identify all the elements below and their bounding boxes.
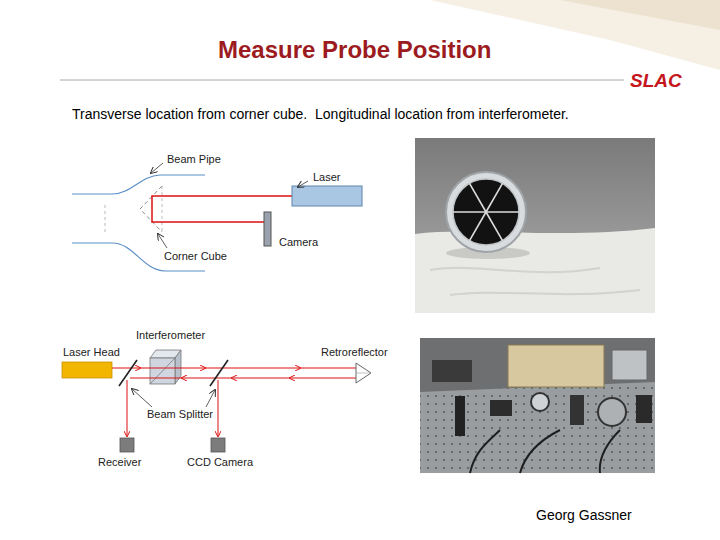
beige-band [560,0,720,30]
component [636,395,652,423]
cube-housing [446,172,526,252]
rotation-stage [598,398,626,426]
part-label: CCD Camera [186,456,254,469]
leader-line [158,234,167,248]
beam-segment [112,368,140,369]
corner-cube-face [162,186,163,232]
component [432,360,472,382]
part-label: Retroreflector [320,346,389,359]
photo-background [415,138,655,313]
part-label: Corner Cube [163,250,228,263]
leader-line [132,389,152,407]
corner-cube-outline [140,186,162,232]
ccd-camera-symbol [211,438,225,452]
optical-table [420,382,655,473]
dashed-guide [105,205,106,235]
beam-segment [127,380,128,436]
post [570,395,584,425]
interferometer-cube [150,358,175,384]
part-label: Beam Pipe [166,153,222,166]
beam-segment [300,368,356,369]
cube-face [453,179,519,245]
part-label: Interferometer [135,329,206,342]
interferometer-side [175,350,181,384]
interferometer-diagonal [150,358,175,384]
mount [612,350,647,380]
beam-segment [205,368,300,369]
part-label: Laser [312,171,342,184]
cube-edge [470,212,487,241]
logo-text: SLAC [630,70,682,92]
optical-table-photo [420,338,655,473]
cube-edge [486,212,503,241]
leader-line [298,181,308,187]
cable [470,430,620,473]
beam-splitter [210,360,228,386]
corner-cube-schematic [72,163,362,271]
post [455,396,465,436]
retroreflector-edge [356,373,371,374]
cloth [415,228,655,313]
leader-line [206,390,215,407]
title-rule [60,80,624,81]
part-label: Camera [278,236,319,249]
subtitle: Transverse location from corner cube. Lo… [72,106,569,122]
laser-beams [112,368,356,436]
part-label: Receiver [97,456,142,469]
cube-edge [486,183,503,212]
beam-segment [218,380,219,436]
leader-line [151,163,163,173]
part-label: Laser Head [62,346,121,359]
beam-segment [182,378,232,379]
part-label: Beam Splitter [146,408,214,421]
cloth-fold [430,268,640,295]
laser-box [292,186,362,206]
interferometer-schematic [62,350,371,452]
author-credit: Georg Gassner [536,507,632,523]
beam-splitter [119,360,137,386]
laser-head-box [62,362,112,378]
cube-edge [453,211,486,213]
beam-segment [290,378,356,379]
camera-symbol [264,212,271,246]
beam-pipe-wall [72,175,205,194]
enclosure-box [508,345,604,387]
component [490,400,512,416]
photo-background [420,338,655,473]
corner-cube-photo [415,138,655,313]
beam-segment [232,378,290,379]
lens-mount [531,393,549,411]
cube-edge [486,211,519,213]
slide-title: Measure Probe Position [218,36,491,64]
cube-edges [453,183,519,240]
cube-edge [470,183,487,212]
template-decoration [60,0,720,80]
receiver-symbol [120,438,134,452]
beam-segment [140,368,205,369]
retroreflector-symbol [356,363,371,383]
beam-segment [130,378,182,379]
